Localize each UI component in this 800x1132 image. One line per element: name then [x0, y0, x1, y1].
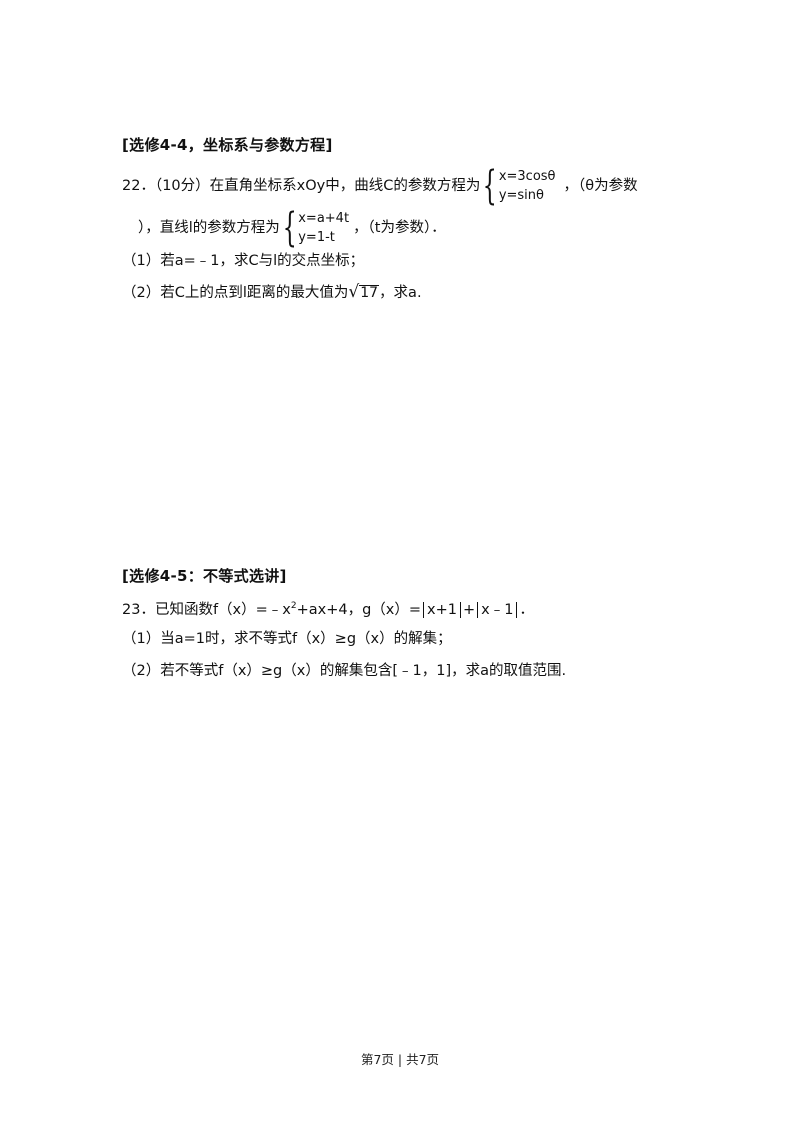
q22-line1: 22．（10分）在直角坐标系xOy中，曲线C的参数方程为{x=3cosθ y=si… [122, 166, 638, 206]
q22-number: 22． [122, 178, 155, 194]
q23-part2-end: ，求a的取值范围. [451, 663, 567, 679]
line-l-eq-y: y=1-t [298, 230, 335, 245]
q23-plus: + [463, 601, 476, 618]
radical-sign-icon: √ [348, 282, 360, 302]
abs-x-minus-1: x﹣1 [477, 601, 518, 618]
q22-t-param-note: ，（t为参数）． [353, 220, 446, 236]
q22-part2-end: ，求a. [379, 285, 422, 301]
q22-line2: ），直线l的参数方程为{x=a+4t y=1-t ，（t为参数）． [138, 208, 446, 248]
line-l-eq-x: x=a+4t [298, 211, 350, 226]
curve-c-parametric-system: {x=3cosθ y=sinθ [480, 166, 555, 206]
q23-f-def: 已知函数f（x）=﹣x [154, 601, 291, 618]
q23-stem-end: ． [519, 601, 534, 618]
q22-line-l-intro: ），直线l的参数方程为 [138, 220, 280, 236]
q22-theta-param-note: ，（θ为参数 [563, 178, 638, 194]
q22-part2-text: （2）若C上的点到l距离的最大值为 [122, 285, 349, 301]
sqrt-17: √17 [348, 282, 380, 302]
q22-part1: （1）若a=﹣1，求C与l的交点坐标； [122, 253, 365, 269]
left-brace-icon: { [483, 163, 498, 209]
q22-stem-start: （10分）在直角坐标系xOy中，曲线C的参数方程为 [154, 178, 481, 194]
section-title-4-5: [选修4-5：不等式选讲] [122, 567, 287, 585]
q23-part2: （2）若不等式f（x）≥g（x）的解集包含[﹣1，1]，求a的取值范围. [122, 661, 566, 681]
left-brace-icon: { [282, 205, 297, 251]
q23-stem: 23．已知函数f（x）=﹣x2+ax+4，g（x）=x+1+x﹣1． [122, 596, 534, 620]
q23-exponent: 2 [290, 601, 297, 611]
q23-number: 23． [122, 601, 155, 618]
abs-x-plus-1: x+1 [423, 601, 462, 618]
q23-interval: [﹣1，1] [392, 663, 452, 679]
line-l-parametric-system: {x=a+4t y=1-t [280, 205, 350, 251]
curve-c-eq-y: y=sinθ [498, 188, 544, 203]
q23-f-def-rest: +ax+4，g（x）= [296, 601, 422, 618]
sqrt-radicand: 17 [359, 285, 380, 301]
q23-part2-text: （2）若不等式f（x）≥g（x）的解集包含 [122, 663, 393, 679]
section-title-4-4: [选修4-4，坐标系与参数方程] [122, 136, 333, 154]
q22-part2: （2）若C上的点到l距离的最大值为√17，求a. [122, 283, 422, 303]
q23-part1: （1）当a=1时，求不等式f（x）≥g（x）的解集； [122, 631, 452, 647]
page-footer: 第7页 | 共7页 [360, 1052, 440, 1067]
curve-c-eq-x: x=3cosθ [498, 169, 556, 184]
